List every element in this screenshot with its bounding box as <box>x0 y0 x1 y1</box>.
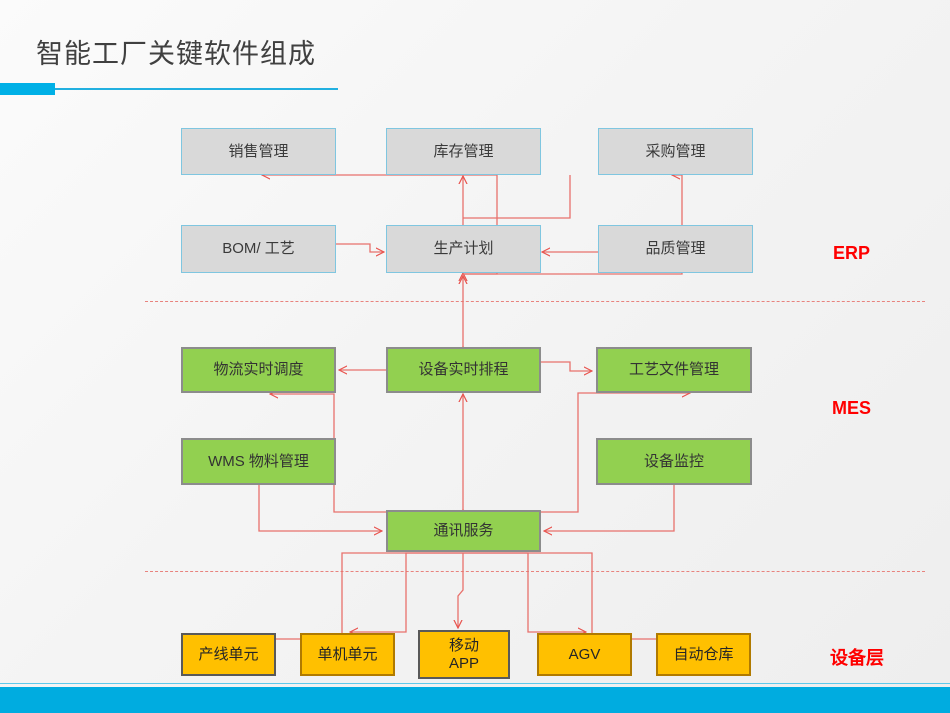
footer-bar <box>0 687 950 713</box>
node-standalone-unit[interactable]: 单机单元 <box>300 633 395 676</box>
footer-hairline <box>0 683 950 684</box>
page-title: 智能工厂关键软件组成 <box>36 39 316 69</box>
node-automated-warehouse[interactable]: 自动仓库 <box>656 633 751 676</box>
node-production-plan[interactable]: 生产计划 <box>386 225 541 273</box>
node-production-line-unit[interactable]: 产线单元 <box>181 633 276 676</box>
node-logistics-scheduling[interactable]: 物流实时调度 <box>181 347 336 393</box>
node-agv[interactable]: AGV <box>537 633 632 676</box>
divider-erp-mes <box>145 301 925 302</box>
layer-label-mes: MES <box>832 398 872 418</box>
node-purchase-management[interactable]: 采购管理 <box>598 128 753 175</box>
node-process-document-management[interactable]: 工艺文件管理 <box>596 347 752 393</box>
node-equipment-monitoring[interactable]: 设备监控 <box>596 438 752 485</box>
layer-label-erp: ERP <box>833 243 871 263</box>
node-equipment-scheduling[interactable]: 设备实时排程 <box>386 347 541 393</box>
node-inventory-management[interactable]: 库存管理 <box>386 128 541 175</box>
title-accent-tab <box>0 83 55 95</box>
node-sales-management[interactable]: 销售管理 <box>181 128 336 175</box>
node-quality-management[interactable]: 品质管理 <box>598 225 753 273</box>
node-mobile-app[interactable]: 移动 APP <box>418 630 510 679</box>
node-wms-material-management[interactable]: WMS 物料管理 <box>181 438 336 485</box>
node-communication-service[interactable]: 通讯服务 <box>386 510 541 552</box>
divider-mes-device <box>145 571 925 572</box>
title-underline <box>0 88 338 90</box>
node-bom-process[interactable]: BOM/ 工艺 <box>181 225 336 273</box>
layer-label-device: 设备层 <box>830 648 884 668</box>
